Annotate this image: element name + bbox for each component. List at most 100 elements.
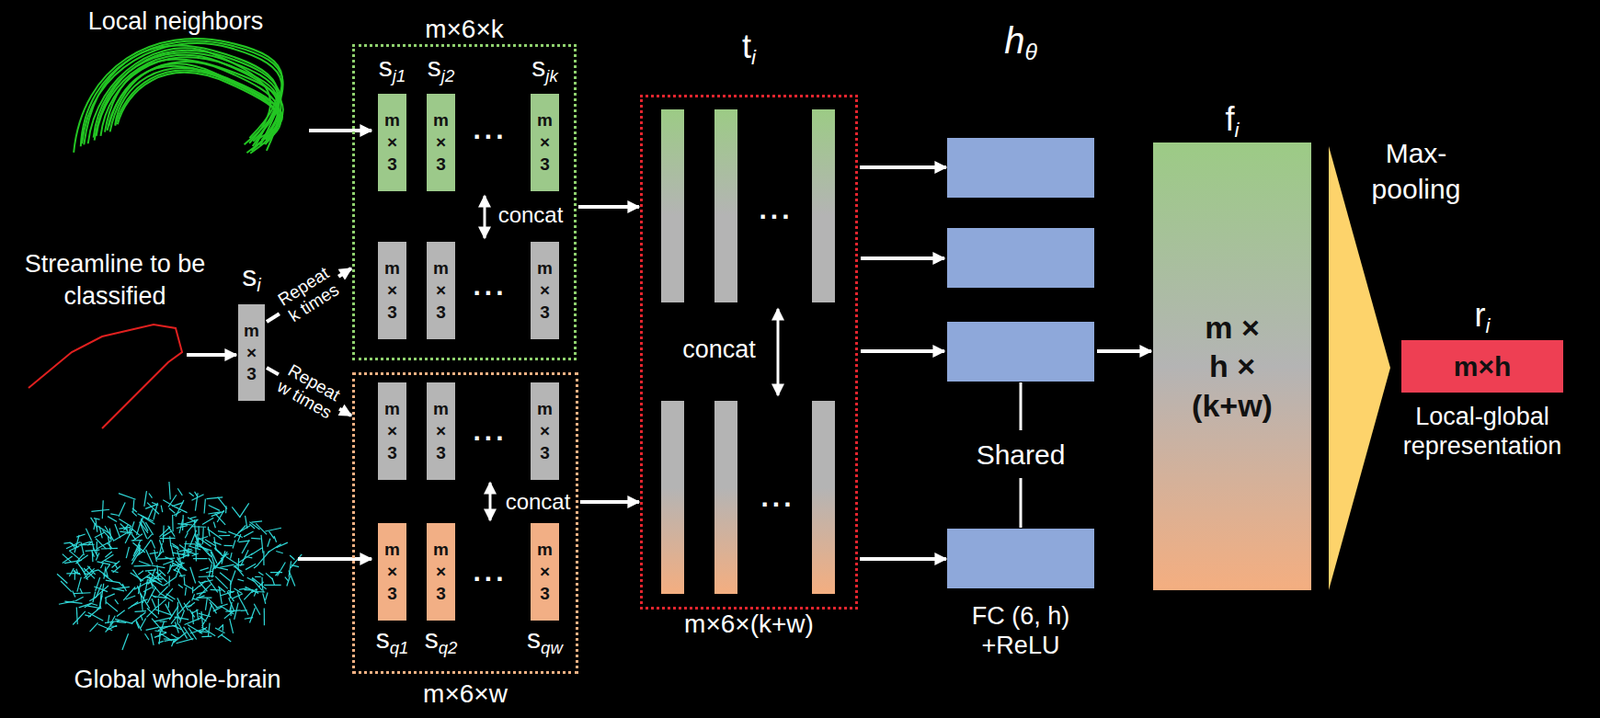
fiber-stroke — [274, 536, 277, 543]
fiber-stroke — [290, 554, 302, 569]
global-box: m × 3sq1 — [377, 523, 407, 621]
fiber-stroke — [68, 542, 78, 548]
fc-box — [947, 228, 1095, 288]
fiber-stroke — [136, 620, 142, 631]
symbol-subscript: i — [751, 45, 756, 69]
ellipsis-mark: ... — [760, 483, 795, 512]
fiber-stroke — [232, 594, 243, 599]
fiber-stroke — [158, 598, 160, 615]
fiber-stroke — [167, 562, 174, 574]
fiber-stroke — [220, 634, 231, 642]
fiber-stroke — [267, 544, 282, 553]
symbol-subscript: i — [1485, 313, 1491, 337]
fiber-stroke — [238, 525, 251, 534]
fiber-stroke — [145, 504, 158, 510]
fc-arrow — [860, 256, 945, 261]
symbol-base: s — [424, 623, 439, 654]
connector-label: Repeat k times — [268, 259, 350, 332]
symbol-subscript: i — [1234, 117, 1240, 141]
fiber-stroke — [245, 515, 248, 529]
fiber-stroke — [217, 531, 227, 534]
fiber-stroke — [249, 522, 260, 530]
fiber-stroke — [240, 549, 250, 567]
fiber-stroke — [109, 528, 112, 541]
box-heading: m×6×(k+w) — [684, 608, 814, 640]
feature-bar — [714, 109, 738, 303]
fiber-stroke — [159, 526, 171, 538]
box-text: m × 3 — [433, 257, 449, 323]
connector-label: Repeat w times — [268, 356, 350, 427]
fiber-stroke — [239, 596, 245, 607]
fiber-stroke — [105, 580, 121, 583]
fiber-stroke — [93, 518, 101, 521]
fiber-stroke — [104, 594, 115, 599]
fiber-stroke — [64, 560, 82, 563]
fiber-stroke — [130, 572, 144, 582]
feature-bar — [811, 109, 835, 303]
input-arrow — [297, 557, 372, 561]
fiber-stroke — [94, 532, 105, 538]
box-text: m × 3 — [243, 320, 260, 386]
fiber-stroke — [110, 64, 279, 140]
fiber-stroke — [192, 611, 194, 625]
fiber-stroke — [122, 583, 126, 592]
repeat-box: m × 3 — [377, 241, 407, 340]
annotation-label: Max-pooling — [1360, 135, 1472, 207]
symbol-subscript: i — [256, 274, 261, 296]
fiber-stroke — [178, 584, 183, 589]
ellipsis-mark: ... — [472, 272, 507, 300]
fiber-stroke — [237, 579, 244, 582]
fiber-stroke — [176, 525, 188, 529]
fiber-stroke — [140, 617, 147, 629]
fiber-stroke — [215, 548, 223, 557]
fiber-stroke — [107, 516, 117, 523]
fiber-stroke — [265, 592, 269, 601]
box-text: m × 3 — [384, 398, 400, 464]
fiber-stroke — [148, 492, 153, 498]
fiber-stroke — [73, 38, 283, 153]
fiber-stroke — [83, 45, 277, 146]
fiber-stroke — [80, 542, 84, 556]
fiber-stroke — [255, 523, 267, 535]
fiber-stroke — [202, 527, 205, 545]
symbol-base: s — [378, 51, 393, 82]
fiber-stroke — [136, 621, 139, 629]
fiber-stroke — [123, 587, 136, 602]
symbol-base: t — [742, 27, 752, 66]
fiber-stroke — [184, 587, 186, 596]
box-text: m × 3 — [537, 398, 553, 464]
symbol-subscript: q1 — [389, 638, 410, 658]
concat-arrow — [489, 482, 492, 521]
fiber-stroke — [193, 598, 200, 601]
box-heading: sq1 — [376, 622, 410, 659]
fiber-stroke — [96, 541, 98, 554]
fiber-stroke — [62, 554, 71, 562]
annotation-label: Global whole-brain — [73, 663, 281, 697]
symbol-subscript: qw — [540, 638, 563, 658]
fiber-stroke — [148, 571, 162, 583]
fiber-stroke — [104, 560, 118, 564]
fiber-stroke — [162, 525, 165, 544]
fiber-stroke — [72, 590, 76, 597]
fiber-stroke — [208, 558, 213, 565]
fiber-stroke — [171, 634, 178, 639]
fiber-stroke — [243, 590, 253, 600]
fiber-stroke — [186, 520, 197, 534]
fiber-stroke — [95, 577, 101, 592]
fiber-stroke — [238, 534, 241, 542]
fiber-stroke — [215, 576, 229, 589]
fiber-stroke — [114, 70, 283, 139]
fiber-stroke — [192, 586, 194, 594]
fiber-stroke — [105, 602, 118, 613]
fiber-stroke — [147, 502, 160, 515]
symbol-subscript: θ — [1024, 39, 1037, 65]
fiber-stroke — [177, 614, 181, 621]
ellipsis-mark: ... — [758, 195, 793, 224]
repeat-box: m × 3 — [426, 382, 456, 480]
repeat-box: m × 3 — [426, 241, 456, 340]
feature-bar — [661, 400, 685, 595]
fiber-stroke — [171, 562, 186, 572]
fiber-stroke — [288, 571, 296, 587]
fiber-stroke — [154, 549, 158, 562]
fiber-stroke — [154, 632, 167, 638]
